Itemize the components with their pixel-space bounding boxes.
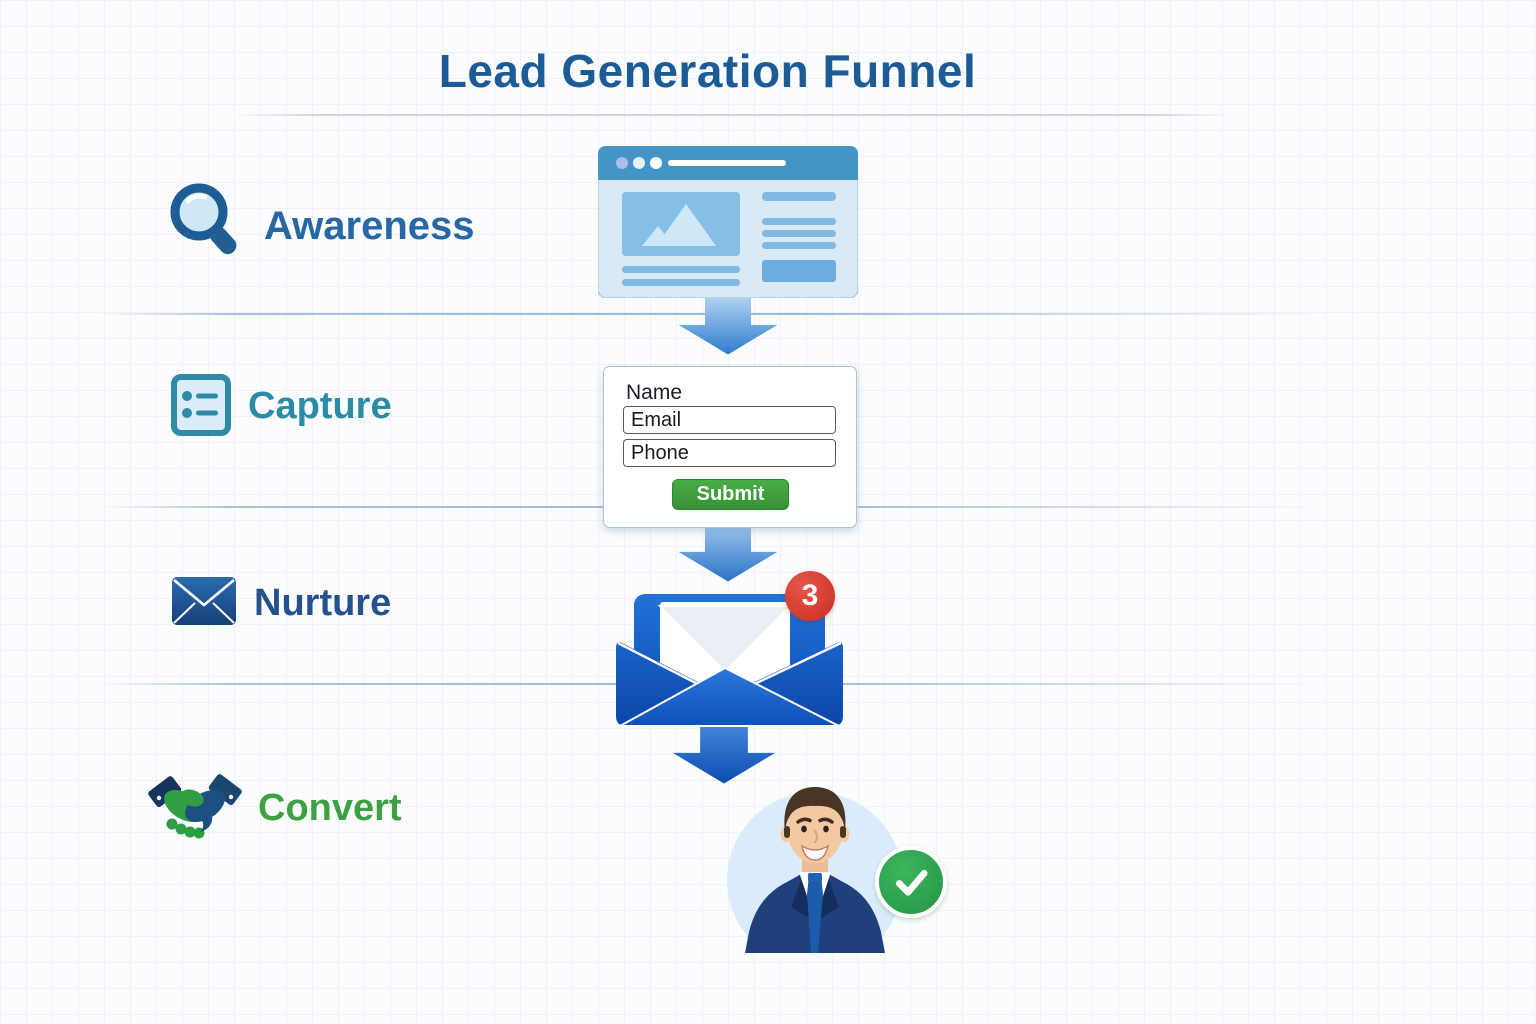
down-arrow: [678, 291, 778, 355]
stage-label: Capture: [248, 385, 392, 427]
list-form-icon: [170, 372, 232, 441]
notification-badge: 3: [785, 571, 835, 621]
window-dot: [633, 157, 645, 169]
cta-block: [762, 260, 836, 282]
browser-window-illustration: [598, 146, 858, 298]
email-field[interactable]: [623, 406, 836, 434]
window-dot: [616, 157, 628, 169]
lead-capture-form: Name Submit: [603, 366, 857, 528]
stage-convert: Convert: [148, 768, 402, 849]
address-bar: [668, 160, 786, 166]
name-label: Name: [626, 381, 683, 404]
magnifier-icon: [168, 182, 248, 271]
stage-label: Convert: [258, 787, 402, 829]
envelope-icon: [170, 574, 238, 633]
stage-label: Nurture: [254, 582, 392, 624]
open-envelope-illustration: [616, 594, 843, 727]
down-arrow: [672, 718, 776, 784]
customer-avatar-illustration: [727, 787, 903, 953]
stage-label: Awareness: [264, 204, 475, 248]
stage-nurture: Nurture: [170, 574, 391, 633]
handshake-icon: [148, 768, 242, 849]
page-title: Lead Generation Funnel: [438, 45, 977, 97]
stage-capture: Capture: [170, 372, 392, 441]
down-arrow: [678, 518, 778, 582]
title-divider: [232, 114, 1235, 116]
success-check-icon: [875, 846, 947, 918]
stage-awareness: Awareness: [168, 182, 475, 271]
window-dot: [650, 157, 662, 169]
submit-button[interactable]: Submit: [672, 479, 789, 510]
badge-count: 3: [801, 579, 819, 612]
phone-field[interactable]: [623, 439, 836, 467]
